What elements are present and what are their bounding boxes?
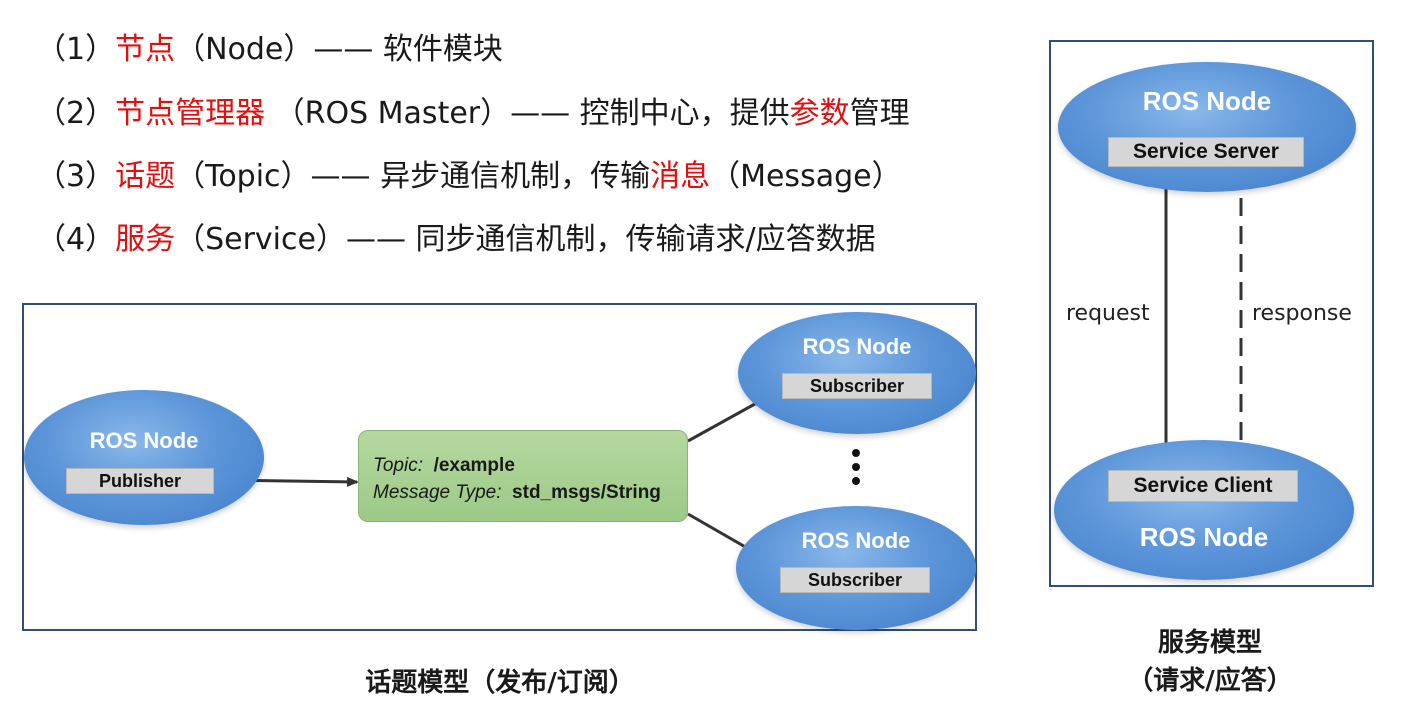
message-type-row: Message Type: std_msgs/String [373,482,661,504]
highlight-term: 话题 [115,159,176,194]
node-title: ROS Node [89,428,199,453]
service-client-label: Service Client [1108,470,1298,502]
response-label: response [1252,301,1352,326]
item-text: （Topic）—— 异步通信机制，传输 [175,159,651,194]
topic-box: Topic: /example Message Type: std_msgs/S… [358,430,688,522]
service-server-label: Service Server [1108,137,1304,167]
publisher-node: ROS Node Publisher [24,390,264,525]
message-type-label: Message Type: [373,482,502,503]
service-diagram-frame [1049,40,1374,587]
request-label: request [1066,301,1150,326]
node-title: ROS Node [802,334,912,359]
subscriber-node-2: ROS Node Subscriber [736,506,976,630]
node-title: ROS Node [1139,522,1269,552]
item-number: （2） [36,96,116,131]
node-title: ROS Node [1142,86,1272,116]
topic-diagram-frame [22,303,977,631]
topic-value: /example [433,455,515,476]
server-node: ROS Node Service Server [1058,62,1356,192]
service-model-caption-line1: 服务模型 [1157,628,1262,658]
list-item-service: （4）服务（Service）—— 同步通信机制，传输请求/应答数据 [36,220,876,260]
list-item-topic: （3）话题（Topic）—— 异步通信机制，传输消息（Message） [36,157,902,197]
node-title: ROS Node [801,528,911,553]
message-type-value: std_msgs/String [512,482,661,503]
subscriber-label: Subscriber [782,373,932,399]
publisher-label: Publisher [66,468,214,494]
item-number: （1） [36,32,116,67]
highlight-term: 服务 [115,222,176,257]
list-item-master: （2）节点管理器 （ROS Master）—— 控制中心，提供参数管理 [36,94,910,134]
item-number: （4） [36,222,116,257]
more-subscribers-ellipsis [850,449,862,491]
subscriber-label: Subscriber [780,567,930,593]
highlight-term-2: 消息 [650,159,711,194]
client-node: Service Client ROS Node [1054,440,1354,580]
item-text: （Service）—— 同步通信机制，传输请求/应答数据 [175,222,876,257]
topic-label: Topic: [373,455,423,476]
highlight-term: 节点管理器 [115,96,266,131]
highlight-term-2: 参数 [789,96,850,131]
item-text-tail: （Message） [710,159,902,194]
item-text-tail: 管理 [849,96,910,131]
item-text: （Node）—— 软件模块 [175,32,503,67]
topic-model-caption: 话题模型（发布/订阅） [365,668,635,698]
subscriber-node-1: ROS Node Subscriber [738,312,976,434]
item-number: （3） [36,159,116,194]
highlight-term: 节点 [115,32,176,67]
service-model-caption-line2: （请求/应答） [1127,666,1293,696]
item-text: （ROS Master）—— 控制中心，提供 [265,96,790,131]
topic-row: Topic: /example [373,455,515,477]
list-item-node: （1）节点（Node）—— 软件模块 [36,30,503,70]
